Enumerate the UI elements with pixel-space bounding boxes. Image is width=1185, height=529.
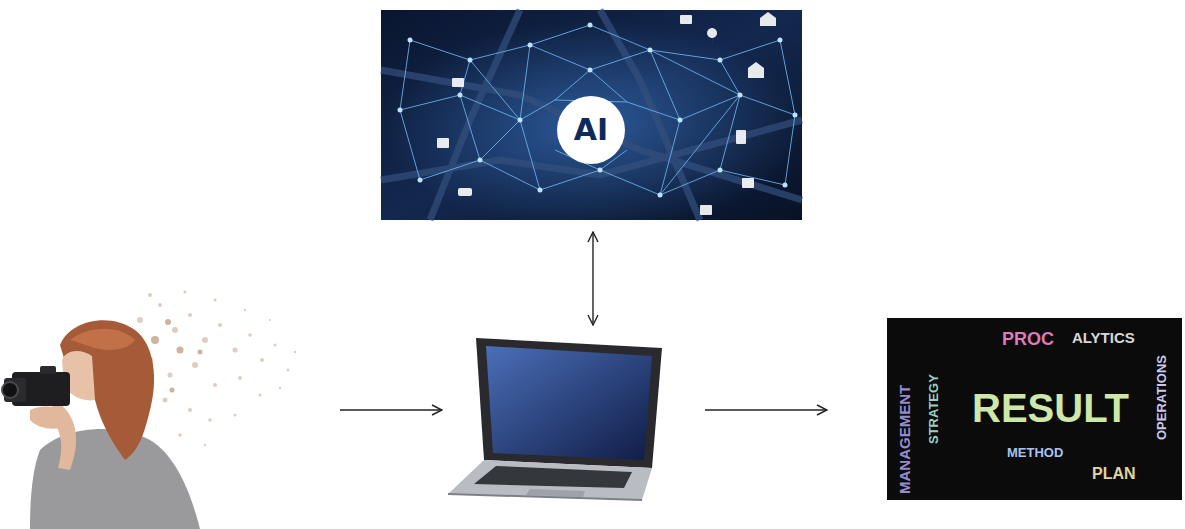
cloud-word: ALYTICS	[1072, 330, 1135, 345]
cloud-word: PROC	[1002, 330, 1054, 348]
laptop-picture	[448, 338, 662, 500]
cloud-word: STRATEGY	[927, 374, 940, 444]
flow-arrow	[705, 409, 827, 410]
cloud-word: RESULT	[972, 388, 1129, 428]
cloud-word: OPERATIONS	[1155, 355, 1168, 440]
cloud-word: MANAGEMENT	[897, 385, 912, 494]
ai-network-picture	[381, 10, 802, 220]
photographer-picture	[2, 291, 296, 529]
flow-arrow	[340, 409, 442, 410]
ai-image-box: AI	[381, 10, 802, 220]
photographer-figure	[0, 285, 310, 529]
word-cloud-box: RESULT MANAGEMENT PROC ALYTICS OPERATIONS STR…	[887, 318, 1182, 500]
laptop-figure	[448, 335, 660, 500]
cloud-word: METHOD	[1007, 446, 1063, 459]
ai-badge: AI	[557, 96, 625, 164]
flow-arrow	[592, 232, 593, 325]
cloud-word: PLAN	[1092, 466, 1136, 482]
